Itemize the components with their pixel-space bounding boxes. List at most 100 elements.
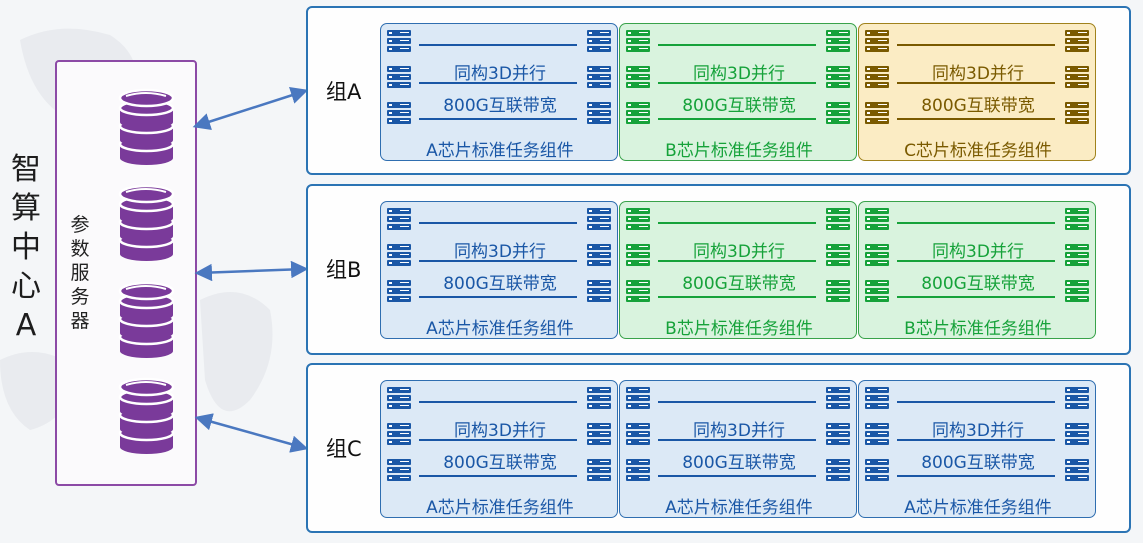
server-icon [587,244,611,266]
server-icon [826,244,850,266]
server-icon [865,66,889,88]
card-parallel-text: 同构3D并行 [693,421,785,441]
title-char: 心 [11,269,41,304]
card-parallel-text: 同构3D并行 [932,242,1024,262]
server-icon [626,459,650,481]
interconnect-line [897,44,1055,46]
server-icon [587,102,611,124]
server-icon [626,423,650,445]
card-footer: A芯片标准任务组件 [665,498,813,518]
interconnect-line [897,475,1055,477]
server-icon [387,30,411,52]
server-icon [826,30,850,52]
server-icon [826,387,850,409]
chip-card: 同构3D并行 800G互联带宽 A芯片标准任务组件 [858,380,1096,518]
server-icon [587,280,611,302]
card-footer: B芯片标准任务组件 [665,141,813,161]
server-icon [626,387,650,409]
server-icon [1065,459,1089,481]
chip-card: 同构3D并行 800G互联带宽 C芯片标准任务组件 [858,23,1096,161]
chip-card: 同构3D并行 800G互联带宽 A芯片标准任务组件 [380,23,618,161]
server-icon [387,423,411,445]
interconnect-line [897,118,1055,120]
card-footer: B芯片标准任务组件 [904,319,1052,339]
interconnect-line [658,82,816,84]
database-icon [118,281,175,358]
server-icon [826,423,850,445]
server-icon [865,387,889,409]
server-icon [587,423,611,445]
interconnect-line [658,44,816,46]
server-icon [387,459,411,481]
card-bandwidth-text: 800G互联带宽 [921,453,1035,473]
chip-card: 同构3D并行 800G互联带宽 B芯片标准任务组件 [619,201,857,339]
card-parallel-text: 同构3D并行 [932,64,1024,84]
database-icon [118,184,175,261]
interconnect-line [658,260,816,262]
interconnect-line [419,475,577,477]
server-icon [626,66,650,88]
server-icon [626,244,650,266]
interconnect-line [419,44,577,46]
card-footer: B芯片标准任务组件 [665,319,813,339]
server-icon [865,459,889,481]
server-icon [1065,423,1089,445]
card-parallel-text: 同构3D并行 [454,64,546,84]
interconnect-line [658,296,816,298]
server-icon [826,102,850,124]
card-parallel-text: 同构3D并行 [693,242,785,262]
server-icon [1065,66,1089,88]
interconnect-line [419,401,577,403]
interconnect-line [419,222,577,224]
server-icon [865,102,889,124]
interconnect-line [419,260,577,262]
card-bandwidth-text: 800G互联带宽 [682,453,796,473]
card-bandwidth-text: 800G互联带宽 [443,274,557,294]
server-icon [587,208,611,230]
server-icon [626,280,650,302]
interconnect-line [897,82,1055,84]
server-icon [587,66,611,88]
card-bandwidth-text: 800G互联带宽 [682,96,796,116]
compute-center-title: 智 算 中 心 A [6,150,46,345]
group-a-panel: 组A 同构3D并行 800G互联带宽 A芯片标准任务组件 同构3D并行 800G… [306,6,1131,175]
card-bandwidth-text: 800G互联带宽 [682,274,796,294]
interconnect-line [658,439,816,441]
group-label: 组B [326,258,362,282]
interconnect-line [897,439,1055,441]
database-icon [118,377,175,454]
server-icon [387,66,411,88]
card-footer: A芯片标准任务组件 [904,498,1052,518]
card-parallel-text: 同构3D并行 [932,421,1024,441]
server-icon [826,459,850,481]
server-icon [387,208,411,230]
server-icon [587,459,611,481]
server-icon [387,102,411,124]
chip-card: 同构3D并行 800G互联带宽 B芯片标准任务组件 [619,23,857,161]
interconnect-line [897,222,1055,224]
server-icon [826,66,850,88]
chip-card: 同构3D并行 800G互联带宽 B芯片标准任务组件 [858,201,1096,339]
card-bandwidth-text: 800G互联带宽 [921,274,1035,294]
chip-card: 同构3D并行 800G互联带宽 A芯片标准任务组件 [619,380,857,518]
interconnect-line [658,475,816,477]
card-footer: A芯片标准任务组件 [426,498,574,518]
server-icon [1065,244,1089,266]
interconnect-line [419,439,577,441]
server-icon [387,387,411,409]
server-icon [1065,102,1089,124]
server-icon [1065,387,1089,409]
title-char: 中 [11,230,41,265]
card-bandwidth-text: 800G互联带宽 [921,96,1035,116]
server-icon [865,280,889,302]
server-icon [1065,280,1089,302]
title-char: 算 [11,191,41,226]
group-c-panel: 组C 同构3D并行 800G互联带宽 A芯片标准任务组件 同构3D并行 800G… [306,363,1131,533]
chip-card: 同构3D并行 800G互联带宽 A芯片标准任务组件 [380,380,618,518]
server-icon [387,244,411,266]
server-icon [865,423,889,445]
group-b-panel: 组B 同构3D并行 800G互联带宽 A芯片标准任务组件 同构3D并行 800G… [306,184,1131,355]
server-icon [865,208,889,230]
interconnect-line [419,82,577,84]
card-footer: A芯片标准任务组件 [426,319,574,339]
